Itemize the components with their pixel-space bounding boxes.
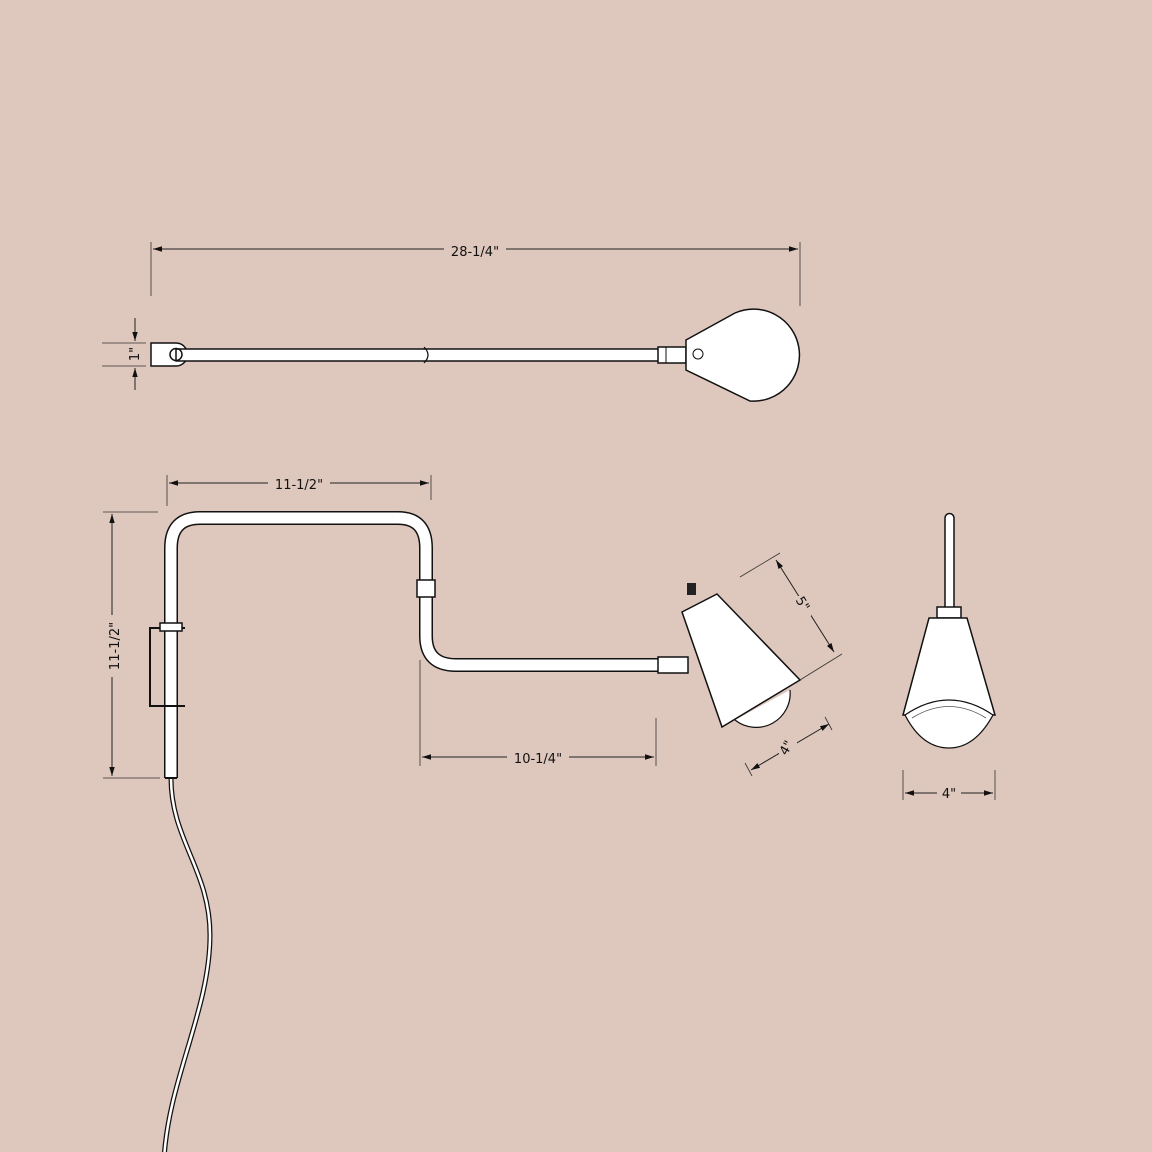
side-view: 11-1/2" 11-1/2" 10-1/4" 5" 4" [103, 475, 843, 1152]
shade-sleeve-side [657, 656, 689, 674]
top-view: 28-1/4" 1" [102, 240, 801, 402]
arm-joint [423, 346, 429, 364]
shade-diameter-label: 4" [777, 738, 797, 758]
bulb [734, 689, 791, 728]
stem [944, 512, 955, 612]
shade-top [685, 308, 801, 402]
upper-arm-label: 11-1/2" [275, 478, 323, 493]
height-label: 11-1/2" [108, 622, 123, 670]
swing-arm-tube [164, 511, 662, 778]
arm-collar [416, 579, 436, 598]
switch-knob-side [687, 583, 696, 595]
front-collar [936, 606, 962, 619]
shade-width-label: 4" [942, 787, 956, 802]
switch-knob [692, 348, 704, 360]
power-cord [162, 777, 213, 1152]
bracket-clamp [159, 622, 183, 632]
lower-arm-label: 10-1/4" [514, 752, 562, 767]
shade-length-label: 5" [792, 594, 812, 614]
shade-sleeve [657, 346, 687, 364]
shade-front [902, 617, 996, 716]
bracket-height-label: 1" [128, 347, 143, 361]
arm [175, 348, 663, 362]
bulb-front [904, 699, 994, 749]
front-view: 4" [902, 512, 996, 802]
overall-length-label: 28-1/4" [451, 245, 499, 260]
